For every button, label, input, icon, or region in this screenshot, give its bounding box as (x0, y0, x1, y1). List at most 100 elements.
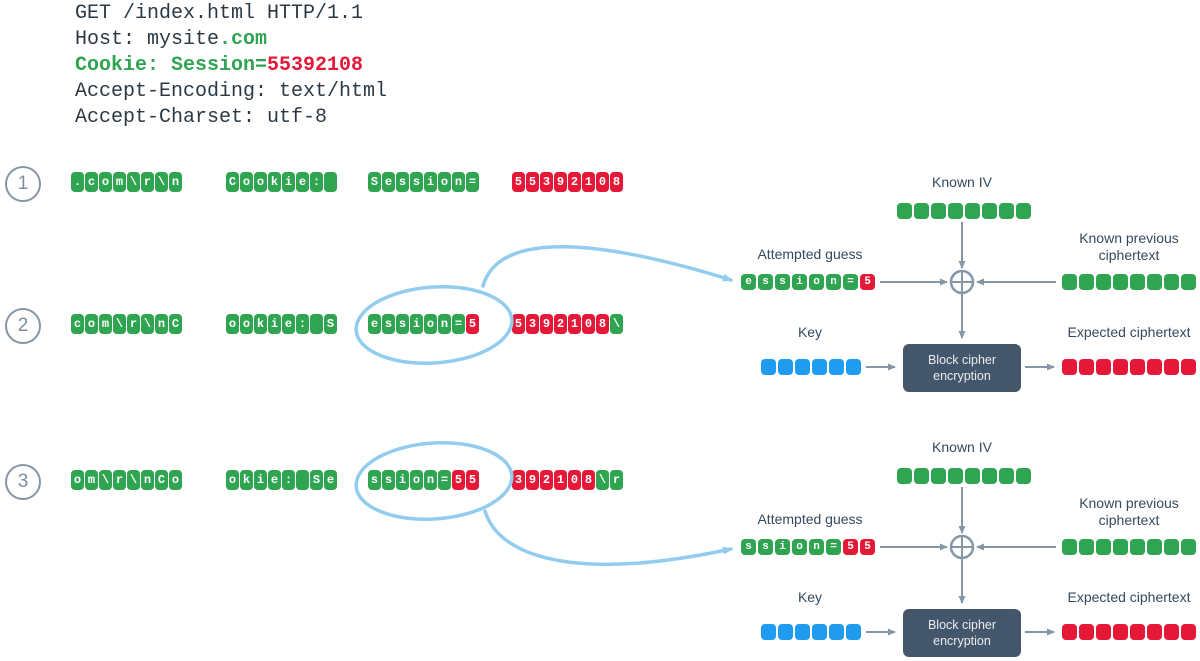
http-request-line: Host: mysite.com (75, 27, 387, 53)
guess-byte-block: = (826, 539, 841, 555)
byte-block: c (71, 314, 84, 334)
byte-block: C (169, 314, 182, 334)
guess-byte-block: 5 (860, 274, 875, 290)
cipher-byte-block (1181, 624, 1196, 640)
byte-block: 2 (540, 470, 553, 490)
byte-block: : (310, 172, 323, 192)
byte-block: r (610, 470, 623, 490)
byte-block: e (268, 470, 281, 490)
cipher-byte-block (1079, 624, 1094, 640)
cipher-byte-block (846, 359, 861, 375)
expected-ciphertext-label: Expected ciphertext (1067, 589, 1191, 605)
cipher-byte-block (931, 468, 946, 484)
byte-block: 9 (554, 172, 567, 192)
byte-block: o (85, 314, 98, 334)
request-text-segment: Host: mysite (75, 28, 220, 51)
byte-block: 9 (526, 470, 539, 490)
byte-block: s (396, 314, 409, 334)
byte-block: . (71, 172, 84, 192)
cipher-byte-block (1062, 359, 1077, 375)
xor-icon (949, 534, 975, 560)
byte-block: m (85, 470, 98, 490)
label-line: Known previous (1079, 230, 1179, 246)
attempted-guess-label: Attempted guess (757, 246, 863, 262)
cipher-byte-block (1130, 274, 1145, 290)
previous-ciphertext-blocks (1062, 539, 1196, 555)
cipher-byte-block (1147, 539, 1162, 555)
byte-block: o (240, 314, 253, 334)
label-line: Known previous (1079, 495, 1179, 511)
byte-block: o (240, 172, 253, 192)
label-line: ciphertext (1098, 247, 1160, 263)
byte-block: 2 (568, 172, 581, 192)
byte-block: r (141, 172, 154, 192)
cipher-byte-block (812, 359, 827, 375)
byte-block: C (226, 172, 239, 192)
byte-block: 8 (582, 470, 595, 490)
byte-block (310, 314, 323, 334)
byte-block: 5 (526, 172, 539, 192)
byte-block: 1 (568, 314, 581, 334)
cipher-byte-block (1079, 539, 1094, 555)
cipher-byte-block (914, 468, 929, 484)
byte-block: n (169, 172, 182, 192)
byte-block: c (85, 172, 98, 192)
byte-block: 3 (526, 314, 539, 334)
cipher-byte-block (948, 468, 963, 484)
byte-block (296, 470, 309, 490)
byte-block: n (452, 172, 465, 192)
cipher-byte-block (1113, 274, 1128, 290)
guess-byte-block: s (775, 274, 790, 290)
cipher-byte-block (1147, 624, 1162, 640)
byte-block: o (226, 314, 239, 334)
cipher-byte-block (795, 359, 810, 375)
byte-block: e (324, 470, 337, 490)
byte-block: i (268, 314, 281, 334)
byte-block: i (396, 470, 409, 490)
request-text-segment: Cookie: Session= (75, 54, 268, 77)
http-request-line: Accept-Charset: utf-8 (75, 105, 387, 131)
cipher-byte-block (778, 359, 793, 375)
byte-block: i (410, 314, 423, 334)
step-number-2: 2 (5, 308, 41, 344)
byte-block: S (368, 172, 381, 192)
cipher-byte-block (965, 468, 980, 484)
byte-block: = (438, 470, 451, 490)
byte-block: e (282, 314, 295, 334)
cipher-byte-block (1016, 468, 1031, 484)
cipher-byte-block (1130, 359, 1145, 375)
byte-block: 1 (554, 470, 567, 490)
byte-block: \ (113, 314, 126, 334)
byte-block: m (113, 172, 126, 192)
cipher-byte-block (1113, 539, 1128, 555)
previous-ciphertext-blocks (1062, 274, 1196, 290)
byte-block: 5 (466, 314, 479, 334)
known-iv-blocks (897, 468, 1031, 484)
cipher-byte-block (1164, 539, 1179, 555)
request-text-segment: GET /index.html HTTP/1.1 (75, 2, 364, 25)
cipher-byte-block (999, 203, 1014, 219)
cipher-byte-block (795, 624, 810, 640)
byte-block: 8 (596, 314, 609, 334)
byte-block: o (99, 172, 112, 192)
cipher-byte-block (1181, 359, 1196, 375)
byte-block: 0 (568, 470, 581, 490)
known-iv-blocks (897, 203, 1031, 219)
byte-block: e (296, 172, 309, 192)
byte-block: s (396, 172, 409, 192)
cipher-byte-block (812, 624, 827, 640)
box-label-line: encryption (933, 369, 991, 383)
cipher-byte-block (1096, 359, 1111, 375)
key-label: Key (797, 324, 823, 340)
cipher-byte-block (1096, 274, 1111, 290)
byte-block: 5 (466, 470, 479, 490)
byte-block: o (71, 470, 84, 490)
cipher-byte-block (829, 624, 844, 640)
key-label: Key (797, 589, 823, 605)
